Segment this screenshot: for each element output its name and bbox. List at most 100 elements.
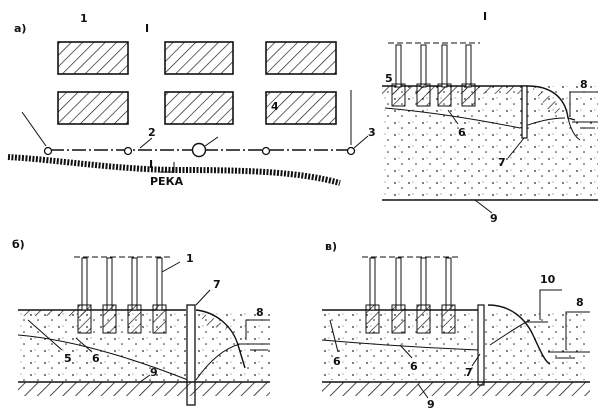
label-8: 8 xyxy=(580,78,588,91)
buildings xyxy=(57,41,337,125)
label-1: 1 xyxy=(186,252,194,265)
manhole xyxy=(346,146,356,156)
embankment-fill xyxy=(198,312,228,330)
depression-curve xyxy=(17,334,189,381)
section-mark: I xyxy=(149,158,153,171)
bedrock xyxy=(18,382,270,396)
label-7: 7 xyxy=(213,278,221,291)
foundation xyxy=(391,257,406,334)
building xyxy=(265,91,337,125)
label-3: 3 xyxy=(368,126,376,139)
foundation xyxy=(391,44,406,107)
label-6: 6 xyxy=(410,360,418,373)
label-10: 10 xyxy=(540,273,556,286)
soil xyxy=(382,86,598,200)
label-6: 6 xyxy=(92,352,100,365)
foundation xyxy=(127,257,142,334)
leader-line xyxy=(471,353,481,367)
leader-line xyxy=(353,135,369,149)
label-9: 9 xyxy=(427,398,435,409)
embankment xyxy=(527,85,576,121)
collector-well xyxy=(191,142,207,158)
inflow-arrow xyxy=(21,111,47,147)
river-label: РЕКА xyxy=(150,175,184,188)
leader-line xyxy=(195,289,211,306)
river-bank xyxy=(7,154,341,186)
label-5: 5 xyxy=(385,72,393,85)
leader-line xyxy=(474,199,493,214)
drain-pipe xyxy=(521,85,528,139)
panel-b: б) 1 7 8 5 6 9 xyxy=(12,238,270,406)
level-mark-8 xyxy=(245,319,270,340)
foundation xyxy=(102,257,117,334)
floor-slab xyxy=(382,86,528,94)
foundation xyxy=(365,257,380,334)
river-bank-slope xyxy=(567,117,581,141)
building xyxy=(164,91,234,125)
panel-b-letter: б) xyxy=(12,238,25,251)
label-9: 9 xyxy=(150,366,158,379)
building xyxy=(265,41,337,75)
level-mark-10 xyxy=(539,289,562,320)
embankment-fill xyxy=(532,88,562,115)
drain-screen xyxy=(477,304,485,386)
foundations xyxy=(362,256,460,334)
label-8: 8 xyxy=(576,296,584,309)
foundations xyxy=(388,42,480,107)
foundation xyxy=(437,44,452,107)
foundation xyxy=(416,257,431,334)
label-section-I: I xyxy=(145,22,149,35)
label-6: 6 xyxy=(333,355,341,368)
leader-line xyxy=(447,109,459,125)
depression-curve xyxy=(384,107,566,129)
leader-line xyxy=(204,136,219,147)
label-6: 6 xyxy=(458,126,466,139)
section-mark-line xyxy=(160,162,175,173)
label-7: 7 xyxy=(498,156,506,169)
leader-line xyxy=(507,137,525,159)
building xyxy=(57,91,129,125)
panel-a-letter: а) xyxy=(14,22,26,35)
label-7: 7 xyxy=(465,366,473,379)
leader-line xyxy=(161,261,181,273)
panel-c: в) 10 8 6 6 7 9 xyxy=(321,240,590,409)
label-1: 1 xyxy=(80,12,88,25)
depression-curve-right xyxy=(489,319,531,346)
depression-curve xyxy=(321,339,479,351)
leader-line xyxy=(139,374,151,383)
leader-line xyxy=(329,319,339,353)
foundations xyxy=(74,256,170,334)
label-4: 4 xyxy=(271,100,279,113)
foundation xyxy=(416,44,431,107)
label-8: 8 xyxy=(256,306,264,319)
depression-curve-right xyxy=(195,343,241,381)
building xyxy=(57,41,129,75)
leader-line xyxy=(27,319,63,351)
foundation xyxy=(461,44,476,107)
panel-a-plan: а) 1 I 2 3 4 I РЕКА xyxy=(7,12,376,188)
level-mark-8 xyxy=(569,91,598,117)
foundation xyxy=(441,257,456,334)
leader-line xyxy=(75,337,93,353)
building xyxy=(164,41,234,75)
foundation xyxy=(152,257,167,334)
manhole xyxy=(123,146,133,156)
drain-screen xyxy=(186,304,196,406)
manhole xyxy=(261,146,271,156)
leader-line xyxy=(399,344,413,359)
panel-a-section: I 5 6 7 8 9 xyxy=(382,10,598,225)
soil xyxy=(18,310,270,382)
embankment xyxy=(487,304,551,365)
section-title: I xyxy=(483,10,487,23)
leader-line xyxy=(417,383,429,399)
manhole xyxy=(43,146,53,156)
label-2: 2 xyxy=(148,126,156,139)
label-5: 5 xyxy=(64,352,72,365)
panel-c-letter: в) xyxy=(325,240,337,253)
label-9: 9 xyxy=(490,212,498,225)
leader-line xyxy=(139,137,153,149)
ground-hatch xyxy=(18,310,88,316)
foundation xyxy=(77,257,92,334)
